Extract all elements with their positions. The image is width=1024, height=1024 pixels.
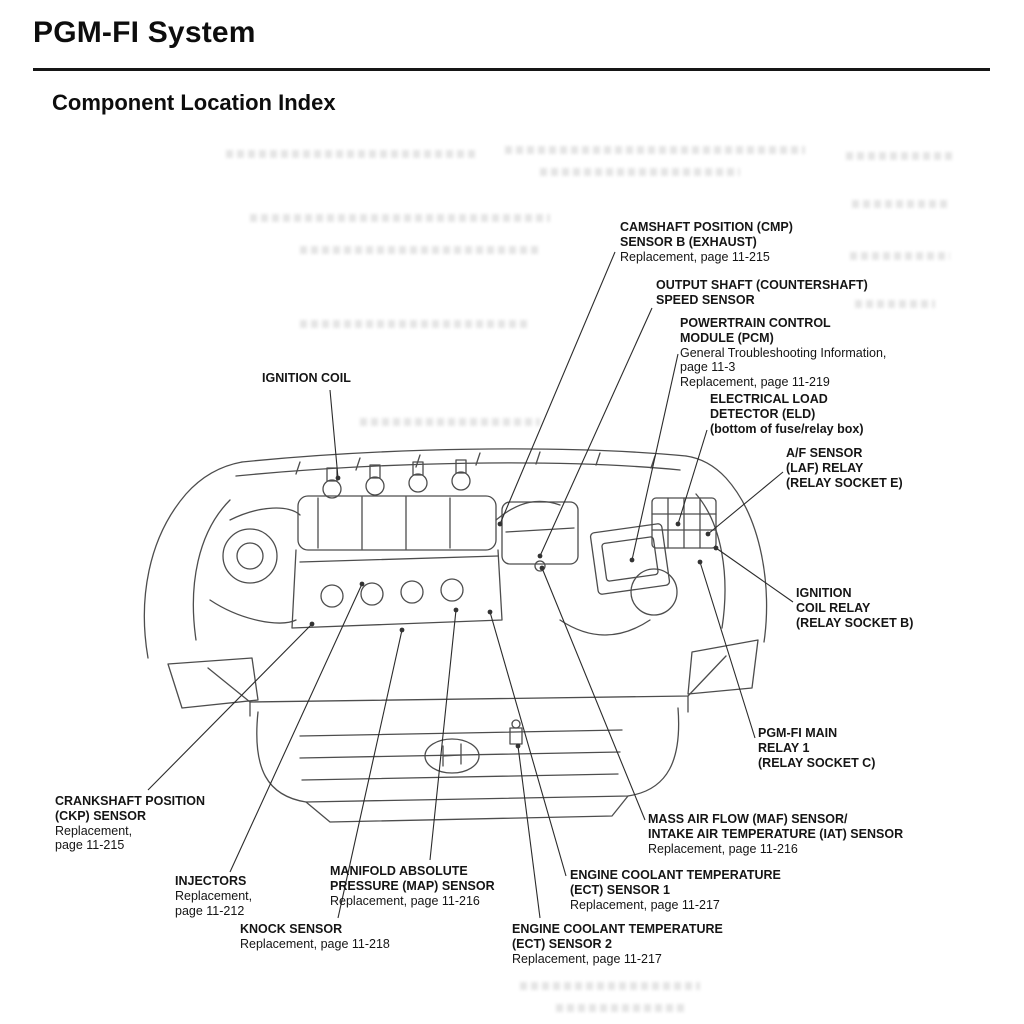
bleedthrough-text [540,168,740,176]
bleedthrough-text [250,214,550,222]
callout-ect-sensor-2: ENGINE COOLANT TEMPERATURE (ECT) SENSOR … [512,922,723,966]
leader-lines [147,251,794,919]
title-divider [33,68,990,71]
callout-pcm: POWERTRAIN CONTROL MODULE (PCM) General … [680,316,886,390]
callout-pgmfi-main-relay: PGM-FI MAIN RELAY 1 (RELAY SOCKET C) [758,726,875,770]
callout-pcm-title: POWERTRAIN CONTROL MODULE (PCM) [680,316,831,345]
callout-knock-sensor: KNOCK SENSOR Replacement, page 11-218 [240,922,390,952]
callout-knock-sensor-title: KNOCK SENSOR [240,922,343,936]
callout-output-shaft-title: OUTPUT SHAFT (COUNTERSHAFT) SPEED SENSOR [656,278,868,307]
bleedthrough-text [846,152,956,160]
callout-ckp-sensor-title: CRANKSHAFT POSITION (CKP) SENSOR [55,794,205,823]
bleedthrough-text [850,252,950,260]
callout-map-sensor-title: MANIFOLD ABSOLUTE PRESSURE (MAP) SENSOR [330,864,495,893]
callout-ignition-coil-relay: IGNITION COIL RELAY (RELAY SOCKET B) [796,586,913,630]
callout-ect2-ref: Replacement, page 11-217 [512,951,662,966]
callout-output-shaft-speed-sensor: OUTPUT SHAFT (COUNTERSHAFT) SPEED SENSOR [656,278,868,308]
callout-cmp-sensor: CAMSHAFT POSITION (CMP) SENSOR B (EXHAUS… [620,220,793,264]
leader-endpoints [309,475,719,749]
callout-map-sensor: MANIFOLD ABSOLUTE PRESSURE (MAP) SENSOR … [330,864,495,908]
bleedthrough-text [360,418,540,426]
callout-injectors: INJECTORS Replacement, page 11-212 [175,874,252,918]
bleedthrough-text [505,146,805,154]
callout-maf-iat-ref: Replacement, page 11-216 [648,841,798,856]
callout-eld: ELECTRICAL LOAD DETECTOR (ELD) (bottom o… [710,392,863,436]
callout-maf-iat-title: MASS AIR FLOW (MAF) SENSOR/ INTAKE AIR T… [648,812,904,841]
callout-eld-title: ELECTRICAL LOAD DETECTOR (ELD) (bottom o… [710,392,864,436]
callout-af-sensor-relay-title: A/F SENSOR (LAF) RELAY (RELAY SOCKET E) [786,446,903,490]
bleedthrough-text [852,200,947,208]
callout-knock-sensor-ref: Replacement, page 11-218 [240,936,390,951]
callout-ignition-coil-title: IGNITION COIL [262,371,351,385]
callout-ckp-sensor-ref: Replacement, page 11-215 [55,823,133,853]
bleedthrough-text [556,1004,686,1012]
callout-injectors-title: INJECTORS [175,874,247,888]
callout-ect-sensor-1: ENGINE COOLANT TEMPERATURE (ECT) SENSOR … [570,868,781,912]
callout-ignition-coil: IGNITION COIL [262,371,351,386]
section-title: Component Location Index [52,90,336,115]
bleedthrough-text [300,320,530,328]
callout-ect1-title: ENGINE COOLANT TEMPERATURE (ECT) SENSOR … [570,868,781,897]
bleedthrough-text [300,246,540,254]
callout-ckp-sensor: CRANKSHAFT POSITION (CKP) SENSOR Replace… [55,794,205,853]
callout-pgmfi-main-relay-title: PGM-FI MAIN RELAY 1 (RELAY SOCKET C) [758,726,876,770]
callout-cmp-sensor-ref: Replacement, page 11-215 [620,249,770,264]
callout-ignition-coil-relay-title: IGNITION COIL RELAY (RELAY SOCKET B) [796,586,914,630]
callout-map-sensor-ref: Replacement, page 11-216 [330,893,480,908]
callout-cmp-sensor-title: CAMSHAFT POSITION (CMP) SENSOR B (EXHAUS… [620,220,793,249]
callout-pcm-ref: General Troubleshooting Information, pag… [680,345,887,390]
callout-af-sensor-relay: A/F SENSOR (LAF) RELAY (RELAY SOCKET E) [786,446,903,490]
callout-ect2-title: ENGINE COOLANT TEMPERATURE (ECT) SENSOR … [512,922,723,951]
bleedthrough-text [855,300,935,308]
callout-ect1-ref: Replacement, page 11-217 [570,897,720,912]
bleedthrough-text [520,982,700,990]
callout-maf-iat-sensor: MASS AIR FLOW (MAF) SENSOR/ INTAKE AIR T… [648,812,903,856]
callout-injectors-ref: Replacement, page 11-212 [175,888,253,918]
bleedthrough-text [226,150,476,158]
page-title: PGM-FI System [33,16,256,49]
